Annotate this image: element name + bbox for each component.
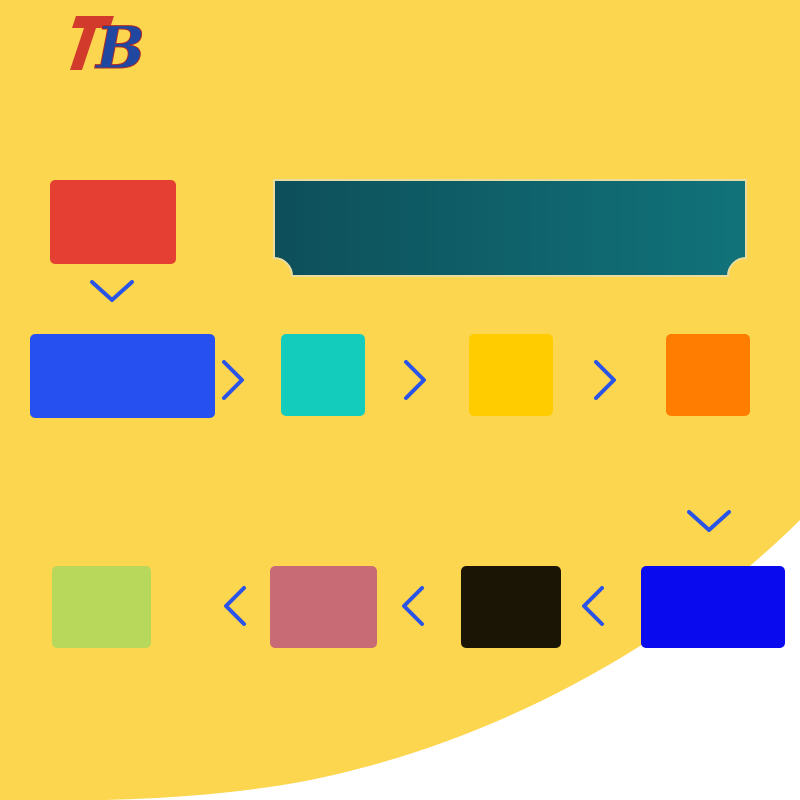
flow-start-box	[50, 180, 176, 264]
flow-row1-box-2	[281, 334, 365, 416]
arrow-down-icon	[90, 280, 134, 302]
banner-shape	[273, 179, 747, 277]
arrow-right-icon	[404, 360, 426, 400]
arrow-left-icon	[402, 586, 424, 626]
flow-row2-box-3	[270, 566, 377, 648]
flow-row2-box-4	[52, 566, 151, 648]
flow-row2-box-1	[641, 566, 785, 648]
arrow-left-icon	[582, 586, 604, 626]
flow-row1-box-1	[30, 334, 215, 418]
flow-row2-box-2	[461, 566, 561, 648]
arrow-down-icon	[687, 510, 731, 532]
flow-row1-box-3	[469, 334, 553, 416]
arrow-right-icon	[222, 360, 244, 400]
arrow-left-icon	[224, 586, 246, 626]
title-banner	[273, 179, 747, 277]
arrow-right-icon	[594, 360, 616, 400]
brand-logo: B	[70, 14, 146, 74]
flow-row1-box-4	[666, 334, 750, 416]
logo-bar-shape	[70, 16, 114, 70]
logo-letter: B	[94, 14, 145, 74]
